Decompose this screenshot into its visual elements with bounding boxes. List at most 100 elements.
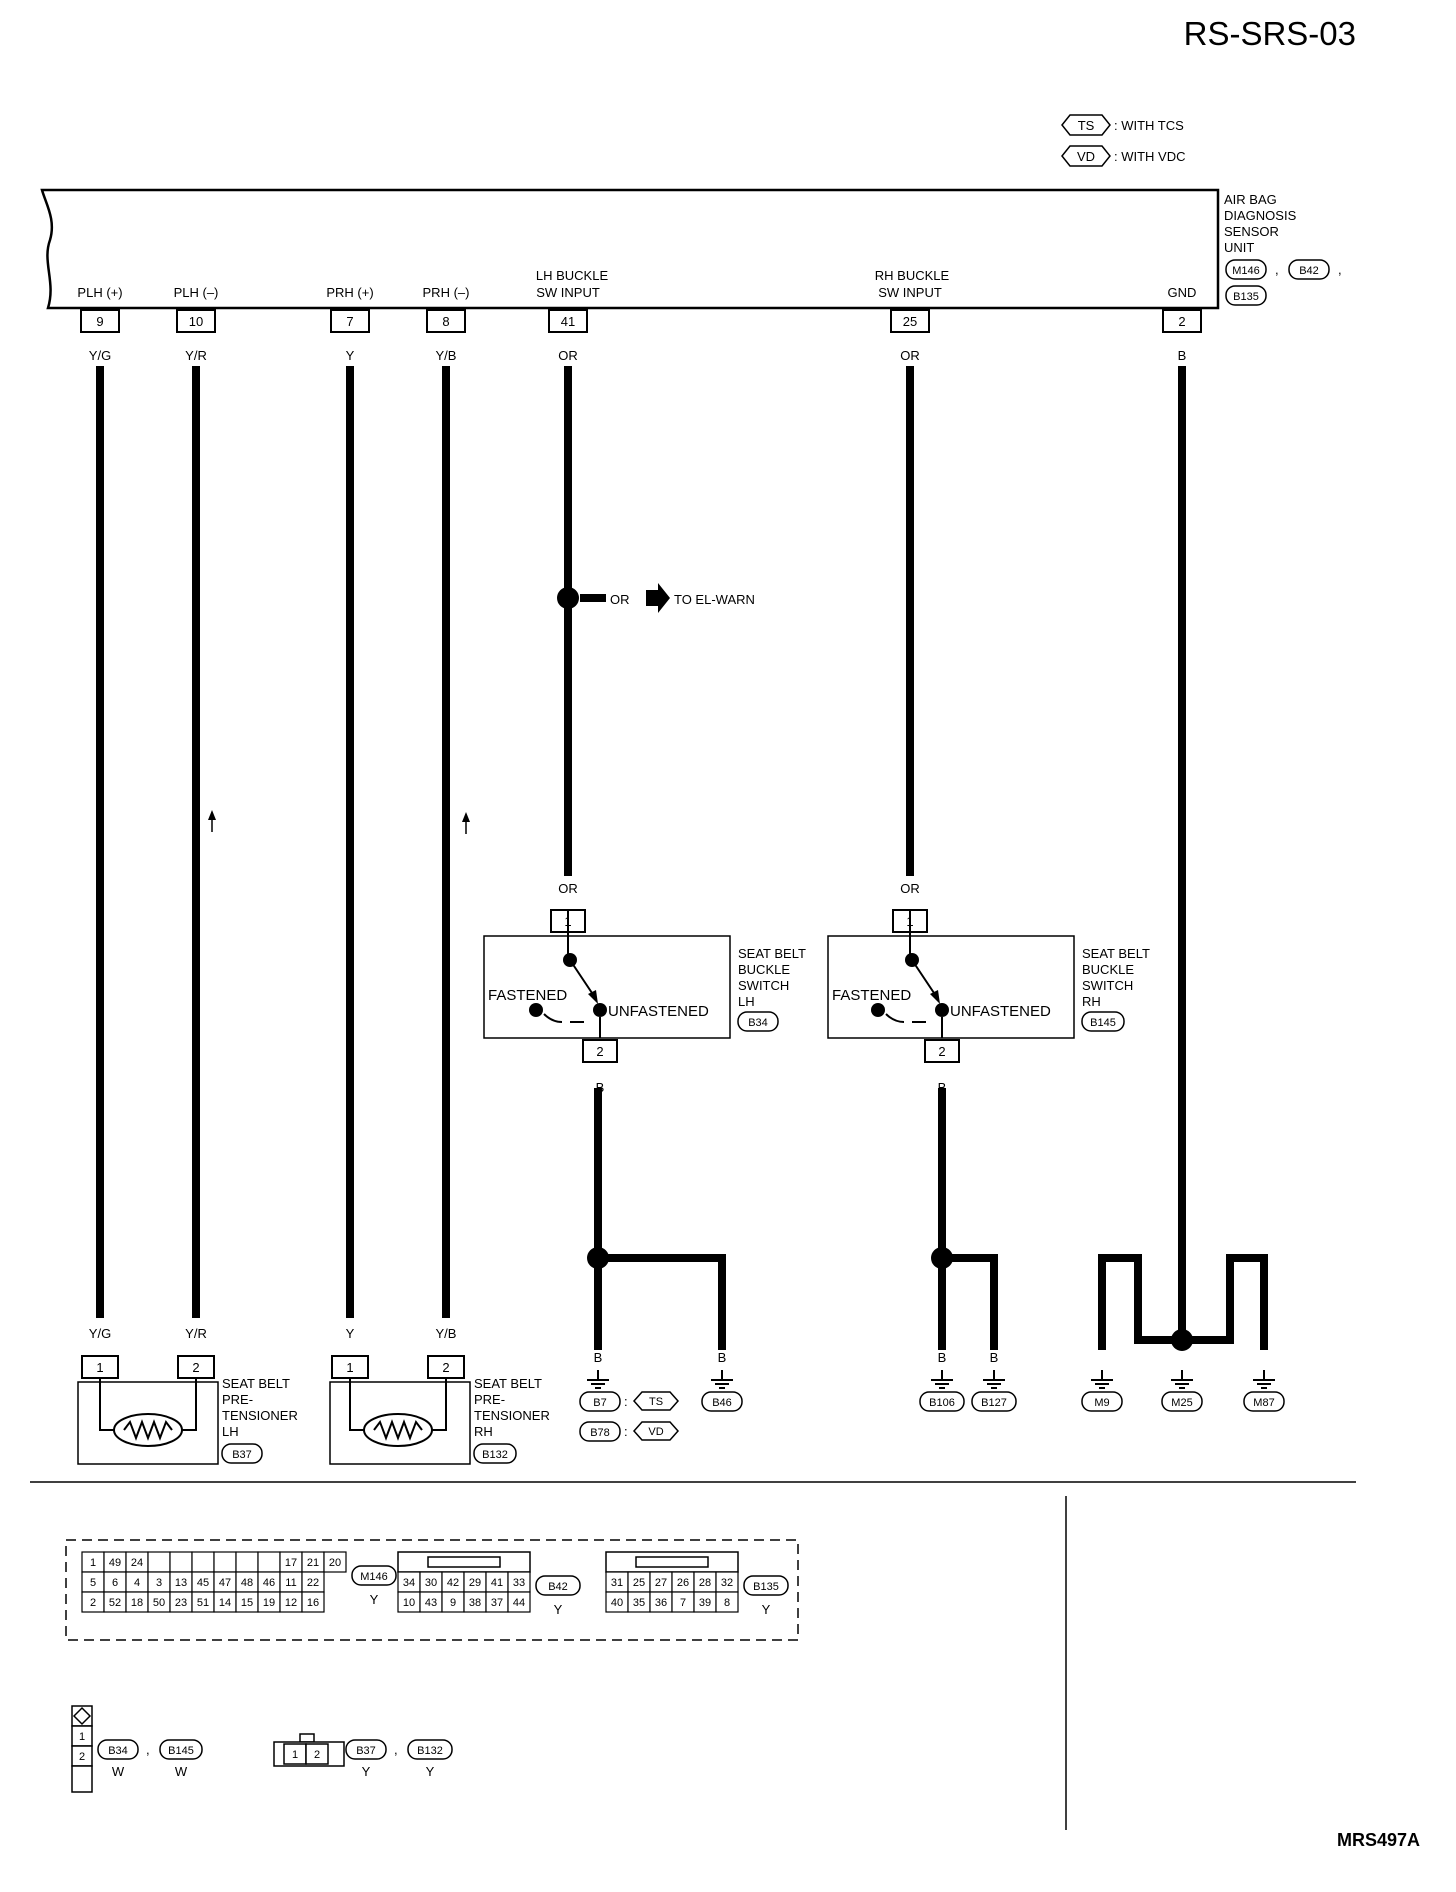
ground-connector-id: M9 xyxy=(1094,1397,1109,1409)
switch-arrow-icon xyxy=(588,990,598,1004)
switch-box xyxy=(827,935,1075,1039)
unit-outline xyxy=(40,188,1220,310)
legend-tag: TS xyxy=(1078,118,1095,133)
wire-color: B xyxy=(1178,348,1187,363)
ground-icon xyxy=(982,1369,1006,1389)
pretensioner-pin: 1 xyxy=(96,1360,103,1375)
pretensioner-pin: 2 xyxy=(192,1360,199,1375)
connector-oval xyxy=(1243,1391,1285,1412)
splice-dot xyxy=(1171,1329,1193,1351)
connector-latch xyxy=(299,1733,315,1743)
connector-latch xyxy=(427,1556,501,1568)
wire-color: B xyxy=(938,1080,947,1095)
pretensioner-name-line: PRE- xyxy=(474,1392,505,1407)
connector-pin: 1 xyxy=(90,1557,96,1569)
connector-pin: 50 xyxy=(153,1597,165,1609)
connector-pin: 28 xyxy=(699,1577,711,1589)
switch-arrow-icon xyxy=(930,990,940,1004)
ground-connector-id: B127 xyxy=(981,1397,1007,1409)
switch-position-fastened: FASTENED xyxy=(832,987,911,1004)
switch-pin-box xyxy=(924,1039,960,1063)
terminal-pin: 9 xyxy=(96,314,103,329)
ground-icon xyxy=(1090,1369,1114,1389)
connector-pin: 16 xyxy=(307,1597,319,1609)
terminal-pin-box xyxy=(548,309,588,333)
connector-pin: 52 xyxy=(109,1597,121,1609)
splice-dot xyxy=(557,587,579,609)
ground-connector-id: M25 xyxy=(1171,1397,1192,1409)
wire-color: B xyxy=(718,1350,727,1365)
pretensioner-lead xyxy=(99,1378,114,1431)
unit-name-line: AIR BAG xyxy=(1224,192,1277,207)
pretensioner-lh: Y/G Y/R 1 2 SEAT BELT PRE- TENSIONER LH … xyxy=(77,1326,298,1465)
switch-position-fastened: FASTENED xyxy=(488,987,567,1004)
connector-cavity xyxy=(301,1591,325,1613)
connector-pin: 9 xyxy=(450,1597,456,1609)
pretensioner-name-line: SEAT BELT xyxy=(474,1376,542,1391)
wire-color: B xyxy=(1134,1296,1143,1311)
connector-pin: 26 xyxy=(677,1577,689,1589)
wire-color: B xyxy=(594,1350,603,1365)
connector-oval xyxy=(579,1421,621,1442)
terminal-pin: 8 xyxy=(442,314,449,329)
connector-pin: 20 xyxy=(329,1557,341,1569)
connector-separator: , xyxy=(394,1742,398,1757)
connector-pin: 10 xyxy=(403,1597,415,1609)
connector-pin: 25 xyxy=(633,1577,645,1589)
connector-pin: 2 xyxy=(314,1749,320,1761)
switch-name-line: SEAT BELT xyxy=(1082,946,1150,961)
connector-pin: 32 xyxy=(721,1577,733,1589)
terminal-prh-plus: PRH (+) 7 Y xyxy=(326,285,373,363)
wire-color: Y/R xyxy=(185,348,207,363)
pretensioner-name-line: LH xyxy=(222,1424,239,1439)
connector-pin: 24 xyxy=(131,1557,143,1569)
wire-color: B xyxy=(1178,1296,1187,1311)
connector-pin: 1 xyxy=(292,1749,298,1761)
terminal-label: SW INPUT xyxy=(536,285,600,300)
connector-oval xyxy=(97,1739,139,1760)
arrow-right-icon xyxy=(646,583,670,613)
grounds-rh-side: B B106 B B127 xyxy=(919,1350,1017,1412)
connector-id: B42 xyxy=(548,1581,568,1593)
connector-oval xyxy=(345,1739,387,1760)
connector-latch xyxy=(635,1556,709,1568)
legend: TS : WITH TCS VD : WITH VDC xyxy=(1061,114,1186,167)
arrow-up-icon xyxy=(462,812,470,834)
connector-pin: 30 xyxy=(425,1577,437,1589)
grounds-unit-side: B B B B B M9 M25 M87 xyxy=(1081,1296,1285,1412)
terminal-pin: 41 xyxy=(561,314,575,329)
switch-name-line: BUCKLE xyxy=(1082,962,1134,977)
resistor-zigzag-icon xyxy=(373,1419,423,1441)
switch-name-line: SEAT BELT xyxy=(738,946,806,961)
splice-dot xyxy=(931,1247,953,1269)
pretensioner-rh: Y Y/B 1 2 SEAT BELT PRE- TENSIONER RH B1… xyxy=(329,1326,550,1465)
legend-vdc: VD : WITH VDC xyxy=(1061,145,1186,167)
connector-id: M146 xyxy=(360,1571,388,1583)
connector-color: W xyxy=(175,1764,188,1779)
connector-pin: 11 xyxy=(285,1577,296,1589)
switch-lever xyxy=(911,959,937,997)
wire-color: B xyxy=(990,1350,999,1365)
connector-pin: 7 xyxy=(680,1597,686,1609)
direction-markers xyxy=(208,810,470,834)
terminal-pin-box xyxy=(330,309,370,333)
ground-connector-id: B78 xyxy=(590,1427,610,1439)
connector-oval xyxy=(971,1391,1017,1412)
terminal-pin-box xyxy=(176,309,216,333)
connector-pin: 8 xyxy=(724,1597,730,1609)
switch-connector-id: B34 xyxy=(748,1017,768,1029)
terminal-plh-plus: PLH (+) 9 Y/G xyxy=(77,285,122,363)
ground-connector-id: B46 xyxy=(712,1397,732,1409)
ground-icon xyxy=(1170,1369,1194,1389)
terminal-label: PLH (+) xyxy=(77,285,122,300)
connector-pin: 3 xyxy=(156,1577,162,1589)
connector-cavity xyxy=(235,1551,259,1573)
ground-icon xyxy=(930,1369,954,1389)
connector-pin: 38 xyxy=(469,1597,481,1609)
ground-icon xyxy=(1252,1369,1276,1389)
connector-oval xyxy=(535,1575,581,1596)
pretensioner-lead xyxy=(349,1378,364,1431)
wire-color: B xyxy=(1260,1296,1269,1311)
ground-connector-id: B106 xyxy=(929,1397,955,1409)
